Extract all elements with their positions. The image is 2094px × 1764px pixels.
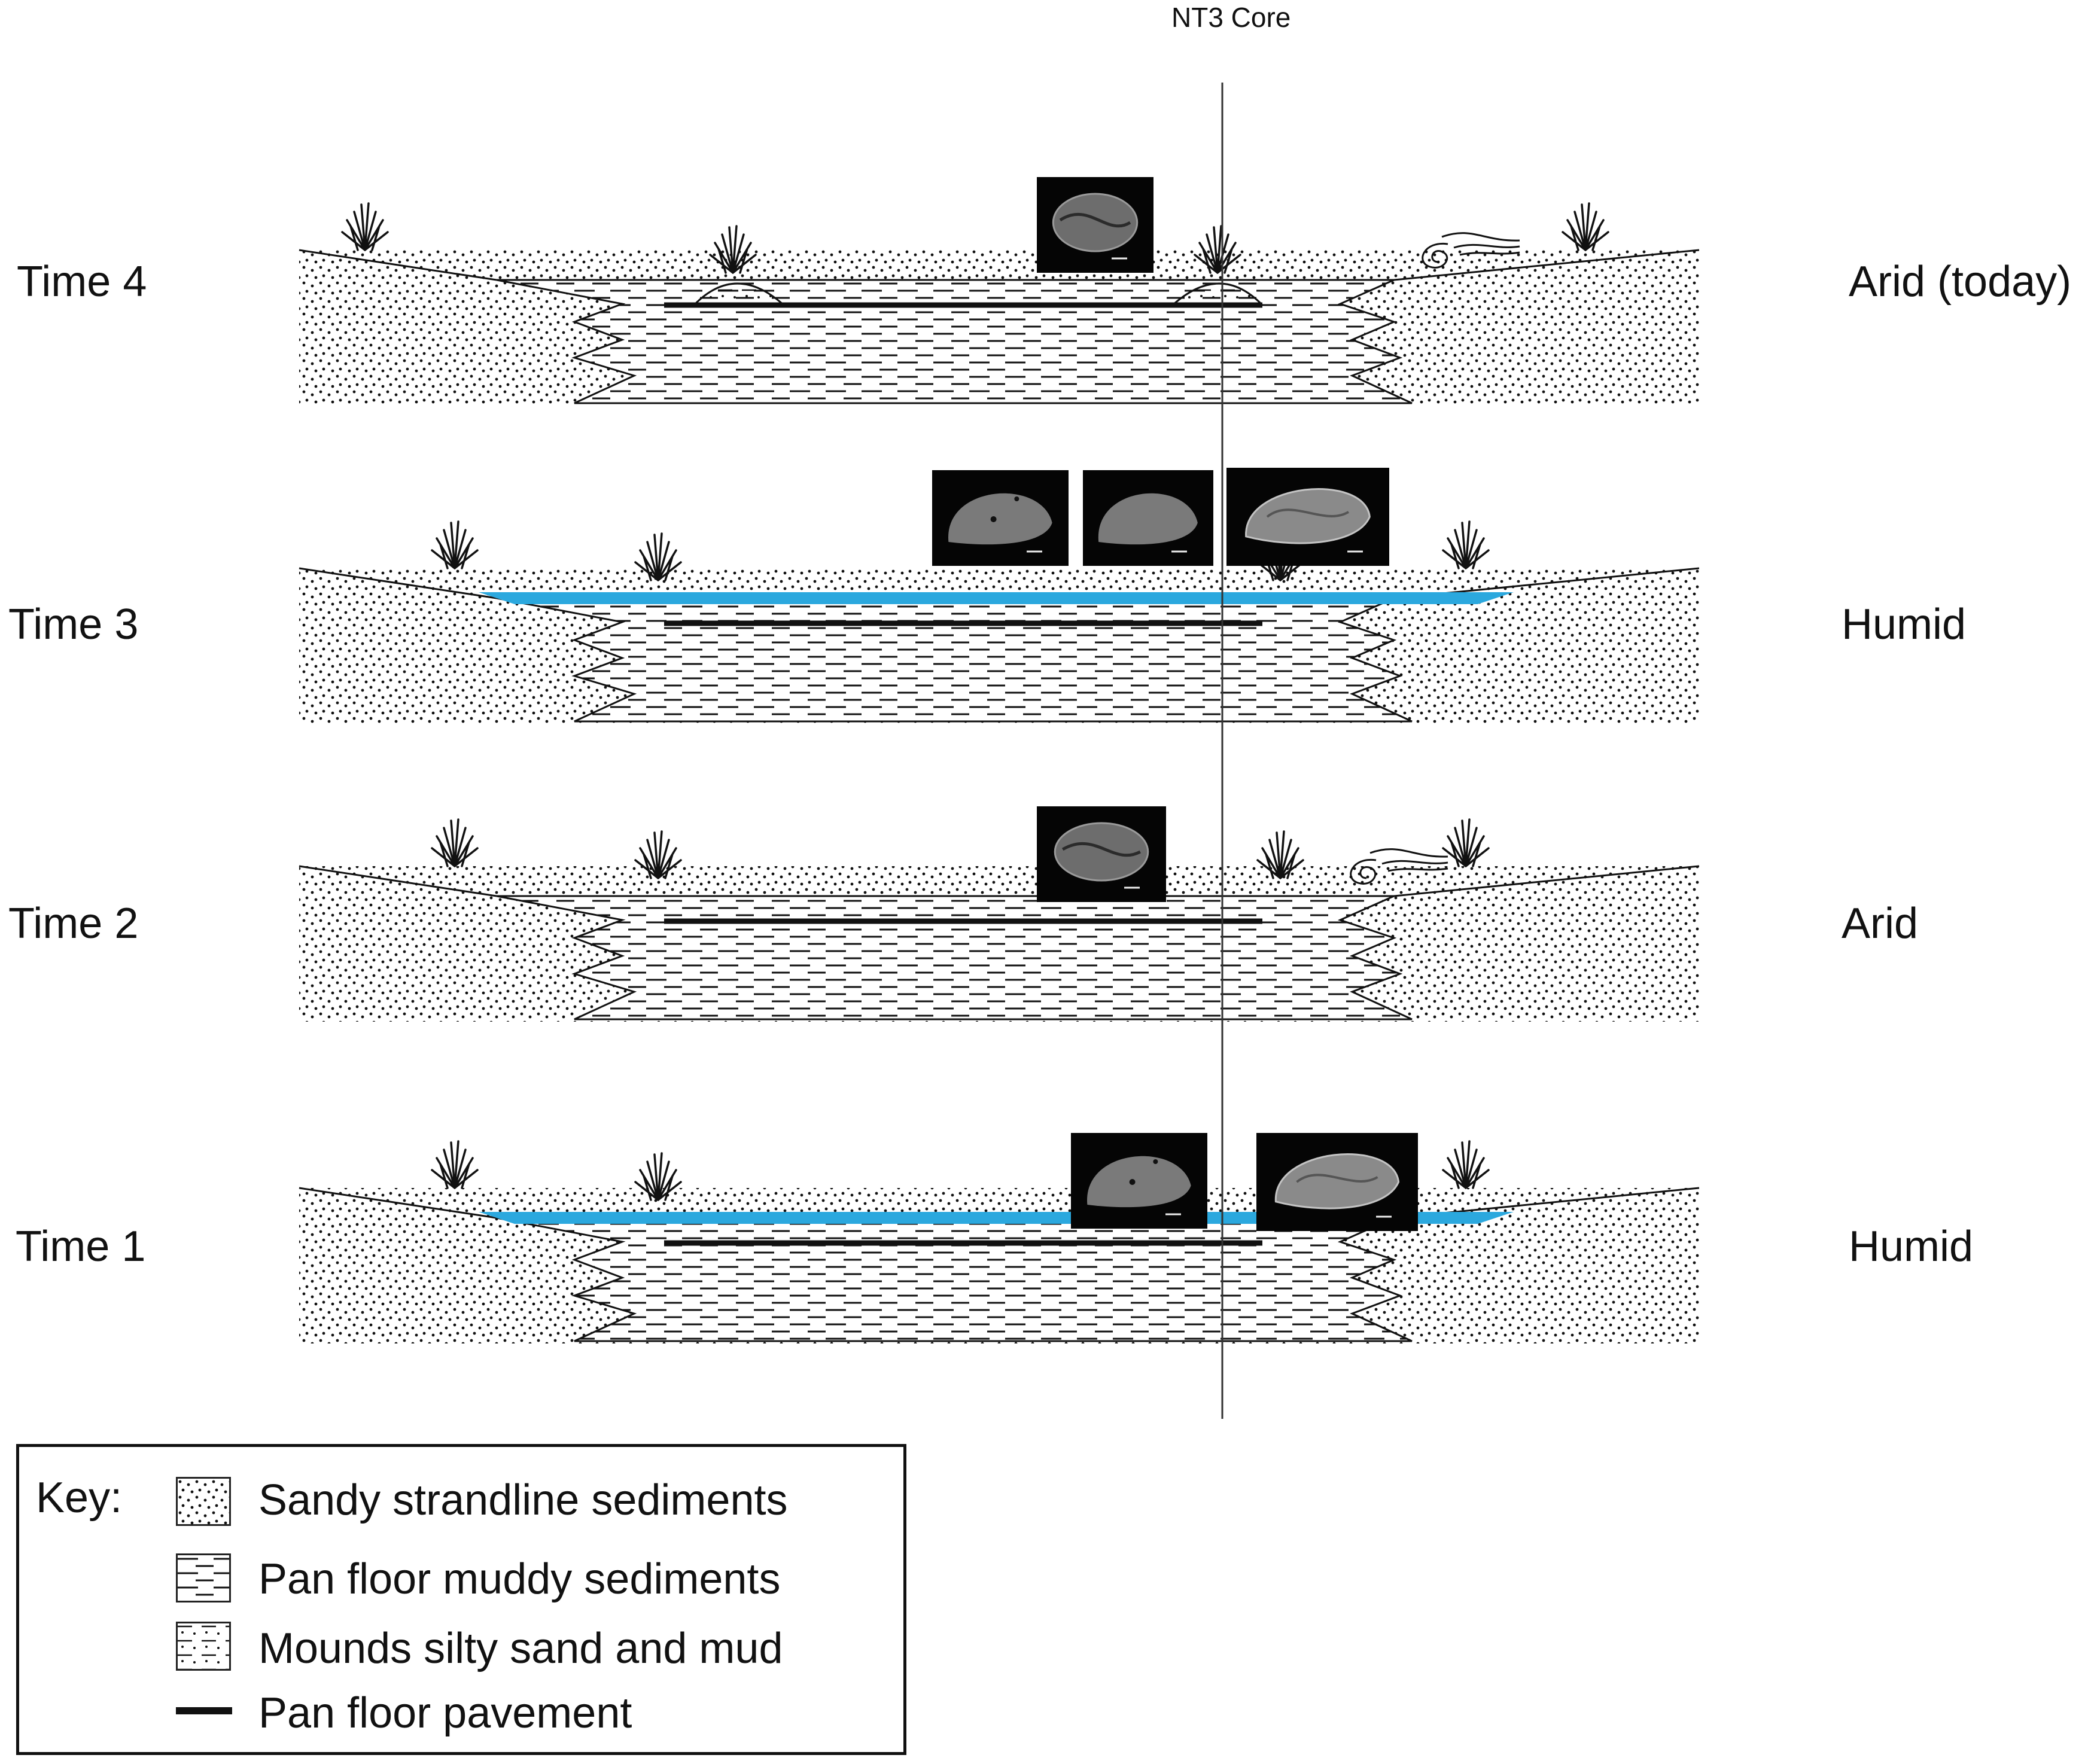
mud-body [497,1218,1412,1341]
legend-box: Key: Sandy strandline sediments Pan floo… [16,1444,906,1755]
vegetation-icon [1562,202,1609,251]
panel-time-2 [299,806,1700,1022]
vegetation-icon [1442,520,1490,569]
legend-swatch-mud [176,1553,231,1602]
legend-label: Sandy strandline sediments [258,1476,788,1524]
core-label: NT3 Core [1171,2,1291,33]
vegetation-icon [431,520,479,569]
mud-body [497,896,1412,1019]
climate-label: Arid (today) [1849,258,2072,306]
legend-label: Pan floor pavement [258,1689,632,1737]
legend-swatch-pavement [176,1707,232,1714]
mound [692,282,786,306]
vegetation-icon [431,818,479,867]
panel-time-4 [299,177,1700,406]
panel-time-1 [299,1133,1700,1343]
legend-swatch-mound [176,1622,231,1671]
time-label: Time 4 [17,258,147,306]
vegetation-icon [1442,818,1490,867]
time-label: Time 1 [16,1223,146,1271]
pan-water [479,1212,1514,1224]
pan-water [479,592,1514,604]
legend-label: Pan floor muddy sediments [258,1555,781,1603]
legend-label: Mounds silty sand and mud [258,1625,783,1672]
legend-swatch-sand [176,1477,231,1526]
climate-label: Humid [1842,601,1967,648]
time-label: Time 2 [8,900,139,947]
mud-body [497,280,1412,403]
panel-time-3 [299,468,1700,724]
climate-label: Humid [1849,1223,1974,1271]
legend-title: Key: [36,1474,123,1522]
vegetation-icon [431,1140,479,1189]
vegetation-icon [1442,1140,1490,1189]
time-label: Time 3 [8,601,139,648]
vegetation-icon [341,202,389,251]
climate-label: Arid [1842,900,1919,947]
mud-body [497,598,1412,721]
